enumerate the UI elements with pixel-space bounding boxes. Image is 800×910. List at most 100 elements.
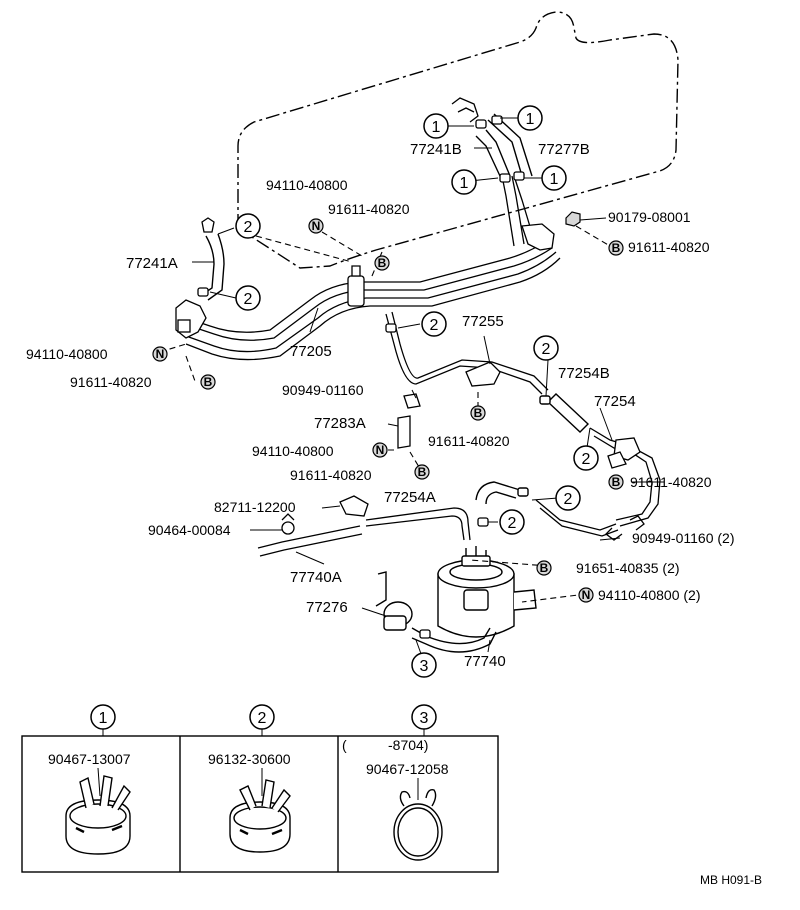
- hose-77277B[interactable]: [487, 113, 533, 177]
- hose-clip-icon-2: [229, 779, 291, 853]
- bolt-symbol-icon-2: B: [608, 240, 624, 256]
- table-header-callouts: 1 2 3: [90, 704, 437, 736]
- clip-note-8704: -8704): [388, 737, 428, 753]
- nut-icon-90179: [565, 211, 581, 227]
- label-94110-40800-left: 94110-40800: [26, 346, 108, 362]
- nut-symbol-icon-3: N: [372, 442, 388, 458]
- label-91611-40820-right: 91611-40820: [628, 239, 710, 255]
- hose-clip-icon-1: [65, 775, 131, 855]
- callout-2-d-text: 2: [542, 341, 551, 358]
- label-77241A: 77241A: [126, 255, 178, 272]
- label-91651-40835: 91651-40835 (2): [576, 560, 680, 576]
- callout-2-g: 2: [499, 509, 525, 535]
- callout-2-a-text: 2: [244, 219, 253, 236]
- callout-3-a-text: 3: [420, 658, 429, 675]
- fastener-symbols: N B B N B B N B: [152, 211, 624, 603]
- svg-text:B: B: [204, 375, 213, 389]
- callout-1-b-text: 1: [526, 111, 535, 128]
- tank-nozzle: [451, 97, 479, 123]
- label-77254A: 77254A: [384, 489, 436, 506]
- charcoal-canister-77740[interactable]: [437, 546, 537, 638]
- label-77241B: 77241B: [410, 141, 462, 158]
- callout-2-e: 2: [573, 445, 599, 471]
- callout-refs: 1 1 1 1 2 2 2 2: [235, 105, 599, 678]
- svg-text:B: B: [612, 241, 621, 255]
- label-90179-08001: 90179-08001: [608, 209, 691, 225]
- label-91611-40820-left: 91611-40820: [70, 374, 152, 390]
- clip-part-90467-12058: 90467-12058: [366, 761, 449, 777]
- part-labels: 77241B 77277B 94110-40800 91611-40820 90…: [26, 141, 734, 670]
- clip-note-open: (: [342, 737, 347, 753]
- label-77255: 77255: [462, 313, 504, 330]
- pipe-clamp-right: [521, 223, 555, 251]
- label-94110-40800-mid: 94110-40800: [252, 443, 334, 459]
- label-77277B: 77277B: [538, 141, 590, 158]
- fuel-pipe-assembly-77205[interactable]: [185, 175, 561, 361]
- label-77740A: 77740A: [290, 569, 342, 586]
- vapor-pipe-77255[interactable]: [385, 311, 549, 395]
- bracket-77283A[interactable]: [397, 393, 421, 449]
- nut-symbol-icon-4: N: [578, 587, 594, 603]
- bolt-symbol-icon-5: B: [414, 464, 430, 480]
- pipe-lower-vent[interactable]: [535, 499, 619, 537]
- label-94110-40800-b: 94110-40800 (2): [598, 587, 700, 603]
- table-frame: [21, 735, 499, 873]
- hose-77254B[interactable]: [539, 393, 590, 433]
- label-91611-40820-mid: 91611-40820: [428, 433, 510, 449]
- callout-2-c-text: 2: [430, 317, 439, 334]
- table-header-2: 2: [258, 710, 267, 727]
- callout-1-d: 1: [541, 165, 567, 191]
- vacuum-switch-77276[interactable]: [375, 571, 413, 631]
- svg-text:B: B: [540, 561, 549, 575]
- label-77254: 77254: [594, 393, 636, 410]
- label-77283A: 77283A: [314, 415, 366, 432]
- bolt-symbol-icon-3: B: [200, 374, 216, 390]
- leader-lines: [192, 117, 664, 663]
- callout-2-c: 2: [421, 311, 447, 337]
- clip-90464: [281, 513, 295, 535]
- pipe-clamp-left: [175, 299, 207, 339]
- nut-symbol-icon-2: N: [152, 346, 168, 362]
- svg-text:N: N: [376, 443, 385, 457]
- callout-2-f: 2: [555, 485, 581, 511]
- label-90464-00084: 90464-00084: [148, 522, 231, 538]
- svg-text:B: B: [378, 256, 387, 270]
- bolt-symbol-icon-1: B: [374, 255, 390, 271]
- pipe-77740A[interactable]: [257, 507, 471, 557]
- label-90949-01160-a: 90949-01160: [282, 382, 364, 398]
- hose-77241B[interactable]: [475, 129, 511, 177]
- pipe-clamp-center: [347, 265, 365, 307]
- svg-text:B: B: [612, 475, 621, 489]
- wire-clip-90949-b: [605, 515, 645, 541]
- hose-clip-77255: [385, 323, 501, 387]
- callout-3-a: 3: [411, 652, 437, 678]
- callout-2-b: 2: [235, 285, 261, 311]
- callout-1-b: 1: [517, 105, 543, 131]
- bolt-symbol-icon-7: B: [536, 560, 552, 576]
- callout-1-a: 1: [423, 113, 449, 139]
- label-77254B: 77254B: [558, 365, 610, 382]
- svg-text:N: N: [156, 347, 165, 361]
- hose-77254A[interactable]: [475, 481, 529, 505]
- wire-clip-icon-3: [393, 788, 443, 861]
- callout-2-g-text: 2: [508, 515, 517, 532]
- callout-2-a: 2: [235, 213, 261, 239]
- pipe-bracket-77254: [607, 437, 641, 469]
- label-77276: 77276: [306, 599, 348, 616]
- clip-part-96132-30600: 96132-30600: [208, 751, 291, 767]
- table-header-3: 3: [420, 710, 429, 727]
- fuel-tank-outline: [237, 11, 679, 269]
- svg-text:N: N: [582, 588, 591, 602]
- callout-1-c: 1: [451, 169, 477, 195]
- callout-1-c-text: 1: [460, 175, 469, 192]
- callout-1-a-text: 1: [432, 119, 441, 136]
- svg-text:B: B: [474, 406, 483, 420]
- svg-text:N: N: [312, 219, 321, 233]
- callout-2-d: 2: [533, 335, 559, 361]
- label-91611-40820-r2: 91611-40820: [630, 474, 712, 490]
- clip-part-90467-13007: 90467-13007: [48, 751, 131, 767]
- callout-2-e-text: 2: [582, 451, 591, 468]
- hose-77241A[interactable]: [199, 233, 225, 301]
- hose-clips-top: [475, 115, 525, 183]
